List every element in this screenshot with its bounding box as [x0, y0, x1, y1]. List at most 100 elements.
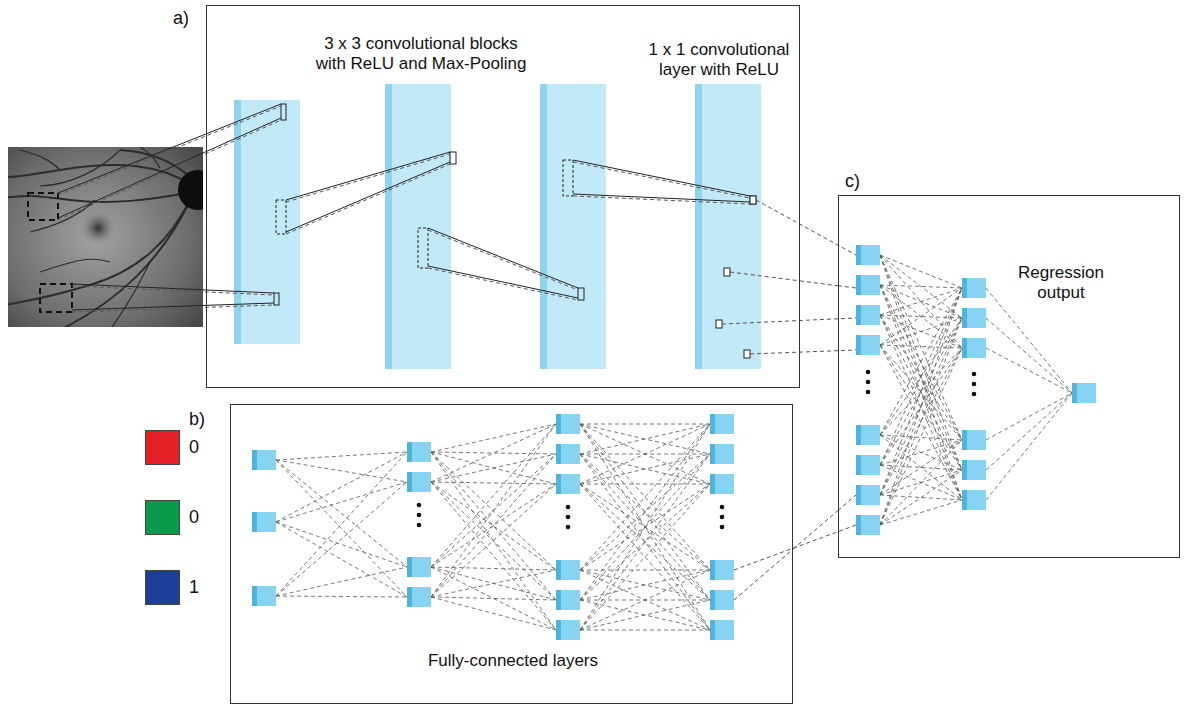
ellipsis-dot	[866, 390, 871, 395]
dense-link	[580, 454, 710, 484]
dense-link	[580, 484, 710, 600]
neuron-side	[710, 620, 715, 640]
neuron-side	[556, 620, 561, 640]
fovea	[80, 210, 116, 246]
dense-link	[580, 424, 710, 630]
ellipsis-dot	[720, 505, 725, 510]
panel-tag: a)	[173, 8, 203, 28]
color-swatch	[145, 570, 180, 605]
dense-link	[880, 345, 962, 470]
dense-link	[986, 288, 1072, 393]
receptive-field	[563, 160, 573, 196]
dense-link	[431, 454, 556, 597]
dense-link	[880, 315, 962, 470]
feature-link	[838, 286, 856, 288]
neuron-side	[856, 275, 861, 295]
dense-link	[880, 288, 962, 315]
neuron	[412, 472, 431, 492]
neuron-side	[556, 590, 561, 610]
neuron	[861, 245, 880, 265]
neuron-side	[710, 444, 715, 464]
blood-vessel	[130, 147, 160, 168]
panel-box: b)Fully-connected layers	[230, 404, 793, 704]
dense-link	[580, 570, 710, 630]
ellipsis-dot	[566, 525, 571, 530]
dense-link	[580, 424, 710, 600]
feature-connector	[793, 511, 838, 550]
neuron	[967, 460, 986, 480]
panel-box: a)3 x 3 convolutional blocks with ReLU a…	[206, 5, 800, 388]
dense-link	[431, 482, 556, 630]
receptive-line	[573, 194, 750, 202]
neuron-side	[407, 557, 412, 577]
dense-link	[880, 440, 962, 525]
dense-link	[580, 600, 710, 630]
dense-link	[276, 522, 407, 567]
neuron-side	[962, 308, 967, 328]
neuron-side	[1072, 383, 1077, 403]
dense-link	[880, 318, 962, 525]
dense-link	[580, 454, 710, 630]
dense-link	[880, 255, 962, 500]
dense-link	[986, 348, 1072, 393]
neuron-side	[556, 414, 561, 434]
blood-vessel	[60, 205, 188, 327]
receptive-line	[72, 305, 274, 312]
blood-vessel	[8, 165, 192, 185]
neuron	[715, 444, 734, 464]
dense-link	[880, 255, 962, 318]
dense-link	[431, 597, 556, 600]
dense-link	[276, 460, 407, 597]
dense-link	[580, 454, 710, 570]
dense-link	[986, 393, 1072, 500]
feature-link	[730, 272, 800, 281]
receptive-line	[58, 118, 281, 218]
dense-link	[276, 567, 407, 596]
dense-link	[431, 452, 556, 630]
panel-tag: c)	[845, 171, 875, 191]
receptive-line	[72, 286, 274, 295]
neuron	[257, 512, 276, 532]
receptive-field	[418, 228, 428, 268]
neuron	[861, 305, 880, 325]
dense-link	[580, 630, 710, 631]
receptive-field	[276, 200, 286, 234]
legend-entry: 0	[145, 500, 199, 535]
neuron	[861, 515, 880, 535]
dense-link	[580, 424, 710, 570]
dense-link	[880, 288, 962, 465]
ellipsis-dot	[866, 380, 871, 385]
feature-link	[838, 495, 856, 511]
channel-value: 0	[189, 430, 199, 465]
blood-vessel	[8, 200, 190, 306]
neuron-side	[856, 515, 861, 535]
color-swatch	[145, 430, 180, 465]
receptive-line	[58, 106, 281, 195]
dense-link	[431, 567, 556, 630]
panel-caption: Fully-connected layers	[393, 651, 633, 671]
blood-vessel	[40, 259, 110, 272]
dense-link	[880, 285, 962, 440]
receptive-line	[573, 160, 750, 196]
neuron	[257, 586, 276, 606]
dense-link	[580, 570, 710, 630]
dense-link	[880, 285, 962, 288]
neuron	[861, 425, 880, 445]
patch-box	[40, 284, 72, 312]
feature-link	[722, 318, 856, 324]
optic-disc	[178, 170, 203, 210]
neuron	[257, 450, 276, 470]
feature-map	[547, 84, 606, 369]
feature-map	[392, 84, 451, 369]
neuron	[561, 620, 580, 640]
dense-link	[431, 484, 556, 597]
dense-link	[431, 482, 556, 484]
dense-link	[580, 570, 710, 600]
neuron-side	[252, 512, 257, 532]
dense-link	[880, 285, 962, 470]
blood-vessel	[8, 192, 192, 202]
channel-value: 1	[189, 570, 199, 605]
dense-link	[276, 482, 407, 522]
neuron-side	[962, 338, 967, 358]
